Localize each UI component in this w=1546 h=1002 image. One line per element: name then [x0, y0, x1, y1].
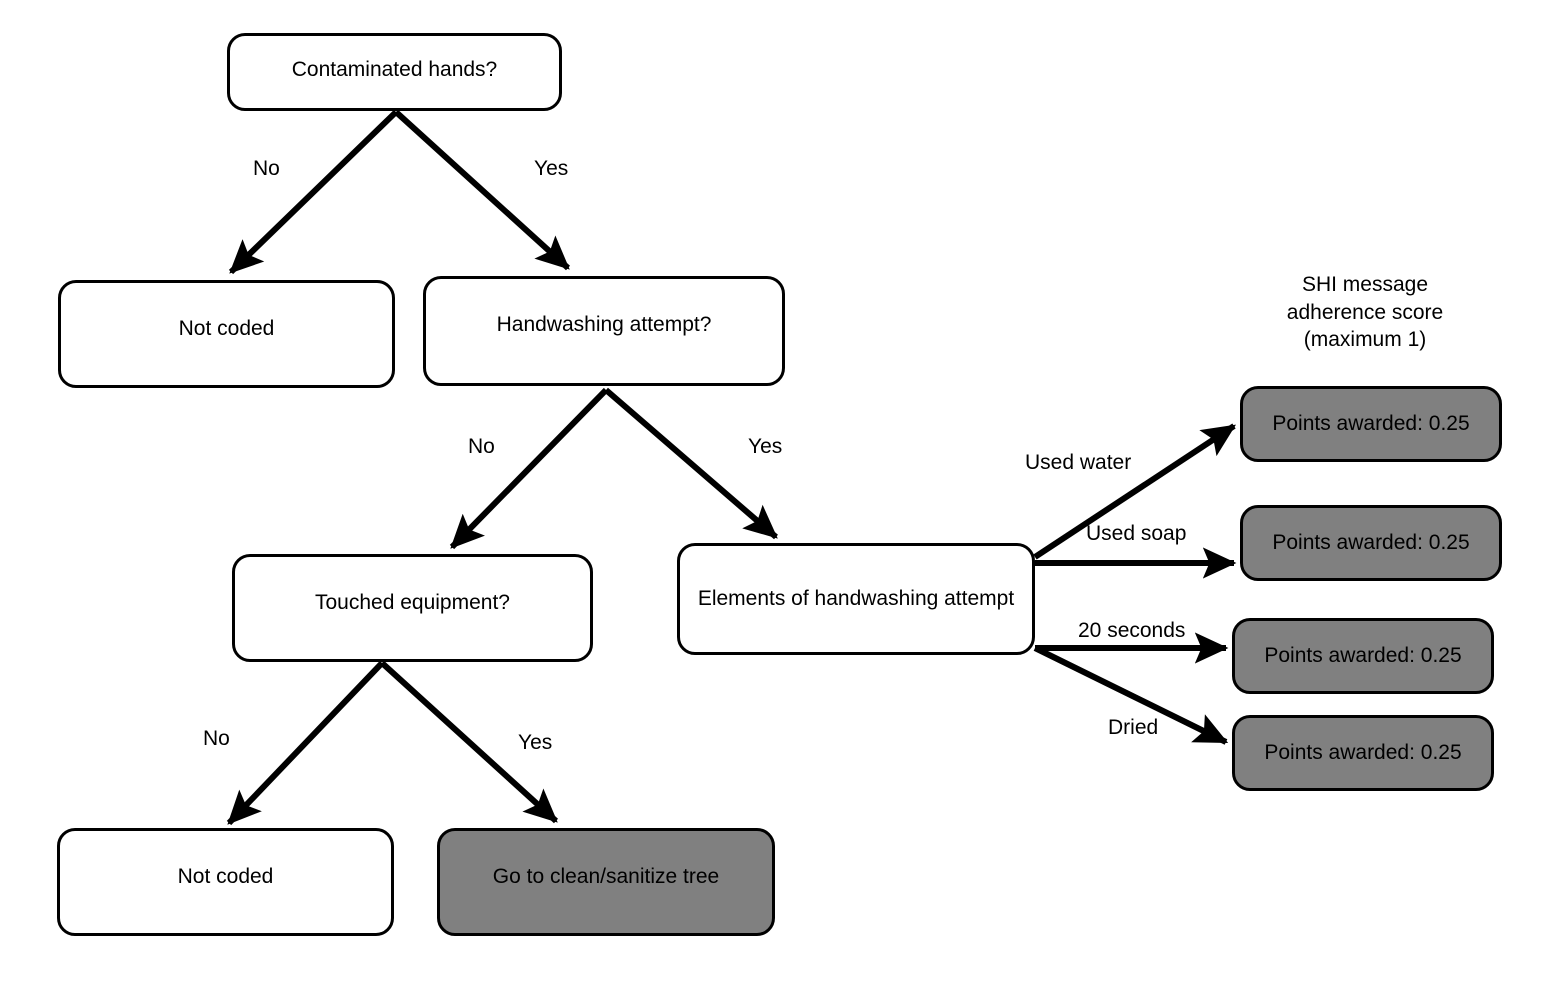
edge-handwashing-yes	[604, 387, 778, 540]
node-points-used-water[interactable]: Points awarded: 0.25	[1240, 386, 1502, 462]
node-label: Not coded	[178, 317, 275, 340]
node-label: Go to clean/sanitize tree	[492, 865, 720, 888]
edge-contaminated-no	[228, 109, 399, 275]
node-touched-equipment[interactable]: Touched equipment?	[232, 554, 593, 662]
node-label: Points awarded: 0.25	[1264, 644, 1462, 668]
node-label: Points awarded: 0.25	[1264, 741, 1462, 765]
node-go-to-clean-sanitize-tree[interactable]: Go to clean/sanitize tree	[437, 828, 775, 936]
edge-touched-no	[226, 660, 385, 826]
edge-label-dried: Dried	[1108, 716, 1159, 739]
node-points-used-soap[interactable]: Points awarded: 0.25	[1240, 505, 1502, 581]
edge-label-contaminated-no: No	[253, 157, 280, 180]
node-label: Points awarded: 0.25	[1272, 531, 1470, 555]
node-label: Contaminated hands?	[291, 58, 498, 81]
node-label: Not coded	[177, 865, 274, 888]
edge-label-twenty-seconds: 20 seconds	[1078, 619, 1186, 642]
node-not-coded-top[interactable]: Not coded	[58, 280, 395, 388]
edge-contaminated-yes	[393, 109, 571, 271]
node-label: Elements of handwashing attempt	[697, 587, 1015, 611]
node-contaminated-hands[interactable]: Contaminated hands?	[227, 33, 562, 111]
node-handwashing-attempt[interactable]: Handwashing attempt?	[423, 276, 785, 386]
node-elements-of-handwashing[interactable]: Elements of handwashing attempt	[677, 543, 1035, 655]
node-label: Points awarded: 0.25	[1272, 412, 1470, 436]
node-not-coded-bottom[interactable]: Not coded	[57, 828, 394, 936]
node-points-twenty-seconds[interactable]: Points awarded: 0.25	[1232, 618, 1494, 694]
edge-label-handwashing-no: No	[468, 435, 495, 458]
node-points-dried[interactable]: Points awarded: 0.25	[1232, 715, 1494, 791]
edge-label-touched-yes: Yes	[518, 731, 553, 754]
edge-label-used-soap: Used soap	[1086, 522, 1187, 545]
edge-label-touched-no: No	[203, 727, 230, 750]
score-column-header: SHI message adherence score (maximum 1)	[1286, 273, 1444, 352]
edge-handwashing-no	[449, 387, 609, 550]
edge-label-handwashing-yes: Yes	[748, 435, 783, 458]
edge-label-used-water: Used water	[1025, 451, 1132, 474]
node-label: Handwashing attempt?	[496, 313, 712, 336]
node-label: Touched equipment?	[315, 591, 510, 614]
edge-label-contaminated-yes: Yes	[534, 157, 569, 180]
